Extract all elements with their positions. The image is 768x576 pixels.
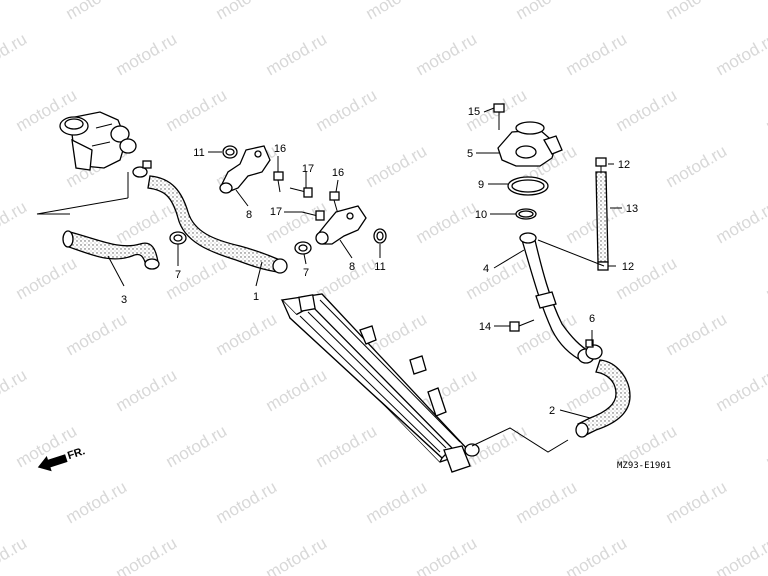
watermark-text: motod.ru	[263, 533, 331, 576]
callout-6: 6	[589, 313, 595, 325]
front-direction-label: FR.	[66, 445, 87, 462]
watermark-text: motod.ru	[663, 0, 731, 23]
watermark-text: motod.ru	[763, 85, 768, 135]
diagram-code: MZ93-E1901	[617, 461, 671, 471]
callout-12a: 12	[618, 159, 630, 171]
thermostat-housing	[59, 111, 137, 171]
bolt-17b	[301, 210, 325, 221]
watermark-text: motod.ru	[713, 533, 768, 576]
watermark-text: motod.ru	[663, 477, 731, 527]
watermark-text: motod.ru	[313, 421, 381, 471]
watermark-text: motod.ru	[563, 29, 631, 79]
callout-16a: 16	[274, 143, 286, 155]
leader-lines	[36, 107, 622, 453]
watermark-text: motod.ru	[413, 533, 481, 576]
callout-2: 2	[549, 405, 555, 417]
watermark-text: motod.ru	[63, 477, 131, 527]
watermark-text: motod.ru	[463, 253, 531, 303]
watermark-text: motod.ru	[713, 365, 768, 415]
callout-15: 15	[468, 106, 480, 118]
bolt-14	[509, 319, 535, 332]
watermark-text: motod.ru	[363, 477, 431, 527]
hose-clamp-6	[585, 339, 603, 360]
watermark-text: motod.ru	[0, 533, 30, 576]
watermark-text: motod.ru	[663, 309, 731, 359]
watermark-text: motod.ru	[213, 477, 281, 527]
watermark-text: motod.ru	[0, 365, 30, 415]
watermark-text: motod.ru	[213, 0, 281, 23]
callout-10: 10	[475, 209, 487, 221]
watermark-text: motod.ru	[413, 197, 481, 247]
watermark-text: motod.ru	[63, 0, 131, 23]
water-joint-8a	[219, 145, 271, 194]
watermark-text: motod.ru	[713, 29, 768, 79]
water-joint-8b	[315, 205, 367, 245]
callout-14: 14	[479, 321, 491, 333]
callout-7b: 7	[303, 267, 309, 279]
tube-clip-12a	[595, 157, 607, 172]
callout-11a: 11	[193, 147, 204, 159]
watermark-text: motod.ru	[0, 197, 30, 247]
radiator-hose-1	[147, 175, 288, 274]
watermark-text: motod.ru	[163, 85, 231, 135]
callout-labels: 1 2 3 4 5 6 7 7 8 8 9 10 11 11 12 12 13 …	[121, 106, 638, 417]
radiator	[280, 293, 480, 473]
watermark-text: motod.ru	[163, 421, 231, 471]
bolt-17a	[289, 187, 313, 198]
watermark-text: motod.ru	[63, 309, 131, 359]
callout-9: 9	[478, 179, 484, 191]
thermostat-cover-5	[497, 121, 563, 167]
callout-7a: 7	[175, 269, 181, 281]
callout-1: 1	[253, 291, 259, 303]
callout-3: 3	[121, 294, 127, 306]
watermark-text: motod.ru	[113, 365, 181, 415]
hose-clamp-upper	[132, 160, 152, 178]
watermark-text: motod.ru	[163, 253, 231, 303]
callout-11b: 11	[374, 261, 385, 273]
watermark-text: motod.ru	[113, 29, 181, 79]
callout-13: 13	[626, 203, 638, 215]
watermark-text: motod.ru	[13, 253, 81, 303]
watermark-text: motod.ru	[563, 533, 631, 576]
watermark-text: motod.ru	[613, 85, 681, 135]
watermark-text: motod.ru	[213, 309, 281, 359]
callout-12b: 12	[622, 261, 634, 273]
callout-16b: 16	[332, 167, 344, 179]
watermark-text: motod.ru	[513, 477, 581, 527]
callout-17a: 17	[302, 163, 314, 175]
breather-tube-13	[595, 171, 609, 263]
bolt-16a	[273, 171, 284, 193]
watermark-text: motod.ru	[763, 421, 768, 471]
callout-8a: 8	[246, 209, 252, 221]
watermark-text: motod.ru	[413, 29, 481, 79]
watermark-text: motod.ru	[663, 141, 731, 191]
watermark-text: motod.ru	[363, 0, 431, 23]
bolt-16b	[329, 191, 340, 215]
watermark-text: motod.ru	[513, 0, 581, 23]
callout-5: 5	[467, 148, 473, 160]
callout-8b: 8	[349, 261, 355, 273]
watermark-text: motod.ru	[113, 533, 181, 576]
watermark-text: motod.ru	[313, 85, 381, 135]
watermark-text: motod.ru	[713, 197, 768, 247]
front-arrow-icon	[37, 454, 68, 472]
watermark-text: motod.ru	[263, 29, 331, 79]
radiator-hose-3	[62, 230, 160, 270]
callout-17b: 17	[270, 206, 282, 218]
watermark-text: motod.ru	[363, 141, 431, 191]
hose-clamp-7a	[169, 231, 187, 245]
watermark-text: motod.ru	[763, 253, 768, 303]
radiator-hose-2	[575, 359, 631, 438]
watermark-text: motod.ru	[0, 29, 30, 79]
front-direction-indicator: FR.	[37, 445, 87, 472]
callout-4: 4	[483, 263, 489, 275]
hose-clamp-7b	[294, 241, 312, 255]
watermark-text: motod.ru	[263, 365, 331, 415]
